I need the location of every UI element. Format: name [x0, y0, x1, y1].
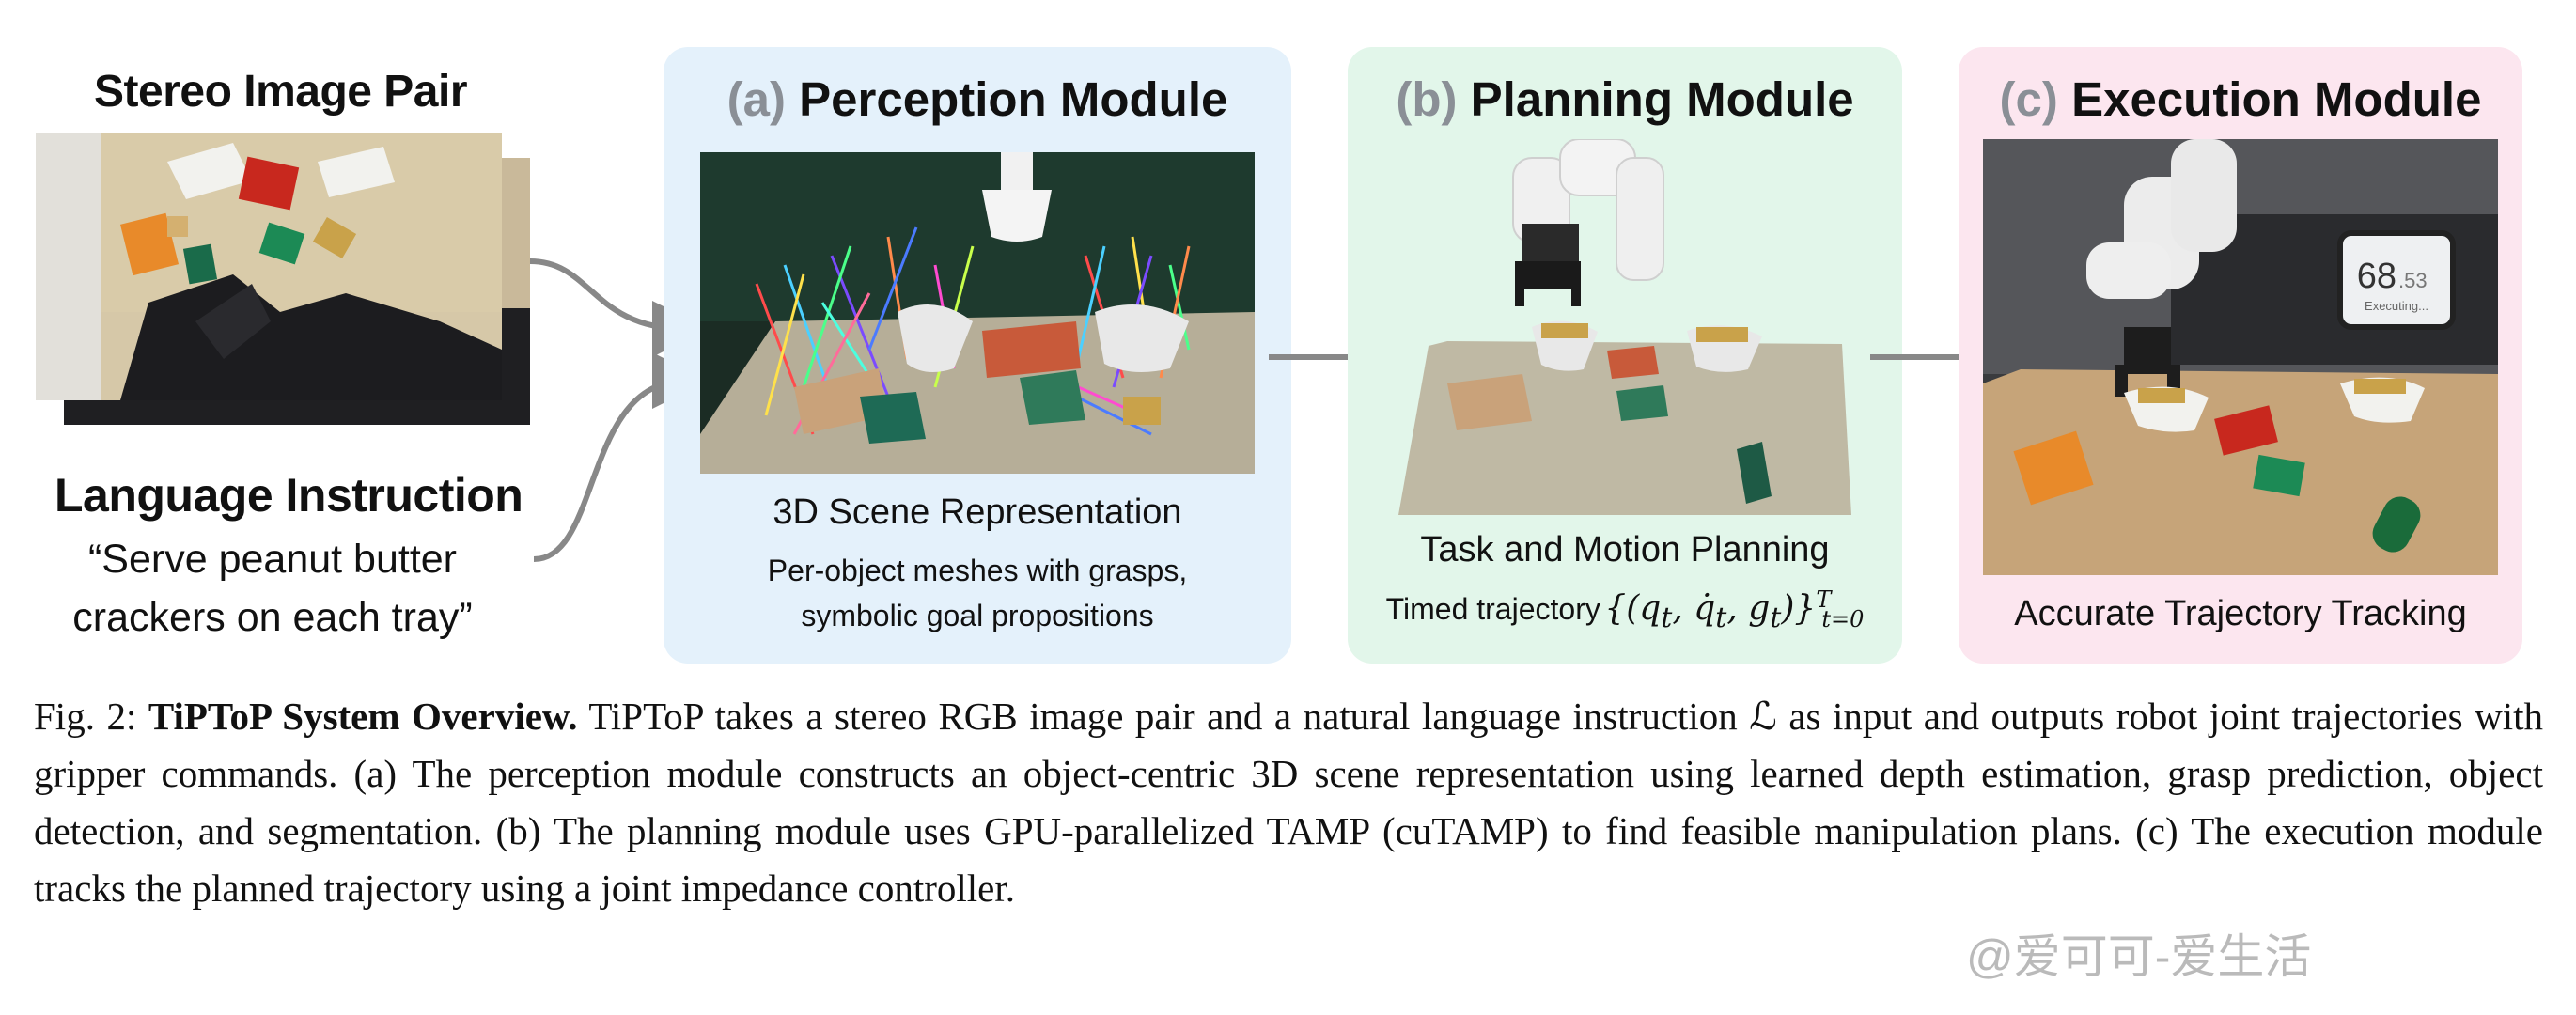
screen-value: 68	[2357, 257, 2396, 296]
caption-body: TiPToP takes a stereo RGB image pair and…	[34, 695, 2543, 910]
language-heading: Language Instruction	[55, 469, 523, 522]
perception-caption: 3D Scene Representation	[773, 492, 1182, 532]
stereo-image-pair	[36, 133, 530, 425]
instruction-line-1: “Serve peanut butter	[87, 537, 458, 582]
stereo-heading: Stereo Image Pair	[94, 67, 468, 117]
execution-photo: 68 .53 Executing...	[1983, 139, 2498, 575]
caption-title: TiPToP System Overview.	[148, 695, 578, 738]
perception-title-text: Perception Module	[799, 72, 1228, 126]
perception-title: (a) Perception Module	[664, 71, 1291, 127]
perception-sub-line-1: Per-object meshes with grasps,	[767, 554, 1188, 587]
execution-caption: Accurate Trajectory Tracking	[2014, 594, 2467, 633]
planning-title: (b) Planning Module	[1348, 71, 1902, 127]
planning-sub-text: Timed trajectory	[1385, 592, 1600, 626]
instruction-line-2: crackers on each tray”	[72, 595, 473, 640]
language-arrow	[533, 352, 705, 562]
execution-tag: (c)	[1999, 72, 2058, 126]
execution-title-text: Execution Module	[2071, 72, 2482, 126]
planning-caption: Task and Motion Planning	[1420, 530, 1830, 570]
trajectory-formula: {(qt, q̇t, gt)}Tt=0	[1604, 586, 1865, 635]
planning-tag: (b)	[1396, 72, 1458, 126]
planning-sub: Timed trajectory {(qt, q̇t, gt)}Tt=0	[1348, 586, 1902, 634]
figure-caption: Fig. 2: TiPToP System Overview. TiPToP t…	[34, 688, 2543, 917]
screen-status: Executing...	[2365, 299, 2428, 313]
stereo-arrow	[529, 258, 705, 357]
watermark-text: @爱可可-爱生活	[1966, 930, 2312, 983]
planning-title-text: Planning Module	[1470, 72, 1854, 126]
screen-value-small: .53	[2398, 269, 2428, 292]
execution-title: (c) Execution Module	[1959, 71, 2522, 127]
perception-sub-line-2: symbolic goal propositions	[801, 599, 1154, 632]
caption-label: Fig. 2:	[34, 695, 137, 738]
perception-3d-scene	[700, 152, 1255, 474]
input-arrows	[529, 258, 705, 562]
perception-tag: (a)	[726, 72, 786, 126]
planning-scene	[1398, 139, 1851, 515]
